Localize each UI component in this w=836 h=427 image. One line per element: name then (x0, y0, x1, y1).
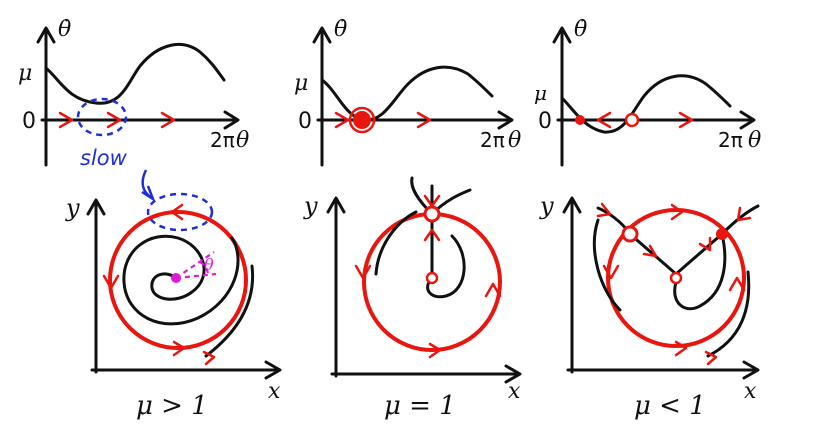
axis-arrowhead-up (552, 26, 572, 44)
cycle-arrow (354, 264, 372, 280)
mu-label: μ (18, 61, 32, 86)
flow-arrow (106, 111, 122, 129)
two-pi-label: 2π (210, 128, 235, 152)
cycle-arrow (728, 276, 746, 292)
angle-arc (199, 261, 210, 277)
slow-region-highlight (146, 192, 214, 232)
trajectory-arrow (596, 202, 612, 218)
y-axis-arrowhead (562, 196, 582, 214)
caption-mu-equal-1: μ = 1 (384, 391, 456, 421)
y-label: y (303, 192, 318, 220)
origin-point (669, 271, 683, 285)
flow-arrow (416, 111, 432, 129)
cycle-arrow (670, 203, 684, 221)
trajectory-outer (706, 270, 751, 358)
trajectory-arrow (704, 350, 718, 366)
phase-portrait-mu-less-1: y x μ < 1 (539, 192, 760, 421)
y-label: y (539, 192, 554, 220)
axis-arrowhead-right (497, 110, 514, 130)
top-panel-mu-less-1: θ̇ μ 0 2π θ (534, 17, 761, 167)
top-panel-mu-greater-1: θ̇ μ 0 2π θ slow (18, 17, 249, 203)
axis-arrowhead-up (312, 26, 332, 44)
theta-dot-label: θ̇ (58, 17, 71, 42)
flow-arrow (58, 111, 74, 129)
slow-label: slow (80, 146, 128, 170)
mu-label: μ (294, 71, 308, 96)
trajectory-outer (204, 264, 255, 358)
trajectory-spiral (122, 234, 240, 326)
two-pi-label: 2π (480, 128, 505, 152)
theta-label: θ (236, 128, 249, 153)
flow-arrow-left (596, 111, 612, 129)
zero-label: 0 (298, 109, 312, 134)
theta-dot-curve (320, 65, 494, 122)
flow-arrow (334, 111, 350, 129)
trajectory-inner (673, 232, 727, 311)
cycle-arrow (102, 274, 120, 290)
limit-cycle (108, 210, 248, 350)
y-axis-arrowhead (326, 196, 346, 214)
theta-dot-curve (560, 74, 732, 134)
axis-arrowhead-up (36, 26, 56, 44)
trajectory-arrow (736, 206, 752, 222)
cycle-arrow (172, 340, 186, 357)
caption-mu-less-1: μ < 1 (634, 391, 706, 421)
saddle-point (621, 225, 639, 243)
trajectory-spiral (426, 234, 466, 299)
flow-arrow (678, 111, 694, 129)
cycle-arrow (170, 203, 184, 221)
axis-arrowhead-right (223, 110, 240, 130)
unstable-fixed-point (624, 112, 640, 128)
angle-theta-label: θ (204, 255, 214, 274)
axis-arrowhead-right (739, 110, 756, 130)
x-label: x (268, 379, 281, 404)
zero-label: 0 (22, 109, 36, 134)
invariant-circle (606, 208, 746, 348)
trajectory-left (592, 218, 622, 312)
angle-baseline (175, 272, 217, 280)
top-panel-mu-equal-1: θ̇ μ 0 2π θ (294, 17, 521, 167)
cycle-arrow (484, 282, 502, 298)
half-stable-fixed-point (353, 111, 371, 129)
caption-mu-greater-1: μ > 1 (136, 391, 208, 421)
slow-pointer-arrowhead (141, 185, 156, 203)
theta-dot-label: θ̇ (334, 17, 347, 42)
trajectory-arrow (642, 244, 658, 258)
trajectory-left (374, 210, 418, 276)
mu-label: μ (534, 81, 547, 105)
trajectory-arrow (423, 228, 441, 242)
cycle-arrow (674, 340, 688, 357)
theta-label: θ (508, 128, 521, 153)
x-label: x (744, 379, 757, 404)
stable-fixed-point (575, 115, 585, 125)
saddle-node-point (423, 205, 441, 223)
cycle-arrow (602, 264, 620, 280)
two-pi-label: 2π (718, 128, 743, 152)
stable-node (716, 228, 728, 240)
trajectory-arrow (202, 350, 216, 366)
angle-ray (175, 251, 215, 279)
x-axis-arrowhead (264, 360, 282, 380)
half-stable-fixed-point-ring (348, 106, 376, 134)
origin-point (425, 271, 439, 285)
zero-label: 0 (538, 109, 552, 134)
y-axis-arrowhead (86, 198, 106, 216)
phase-portrait-mu-greater-1: y x θ μ > 1 (65, 192, 282, 421)
x-axis-arrowhead (504, 364, 522, 384)
trajectory-arrow (698, 236, 712, 252)
theta-dot-label: θ̇ (574, 17, 587, 42)
phase-portrait-mu-equal-1: y x μ = 1 (303, 176, 522, 421)
slow-region-highlight (76, 97, 128, 137)
theta-label: θ (748, 128, 761, 153)
x-axis-arrowhead (742, 360, 760, 380)
cycle-arrow (428, 342, 442, 359)
flow-arrow (160, 111, 176, 129)
x-label: x (508, 379, 521, 404)
theta-dot-curve (44, 43, 226, 105)
y-label: y (65, 194, 80, 222)
